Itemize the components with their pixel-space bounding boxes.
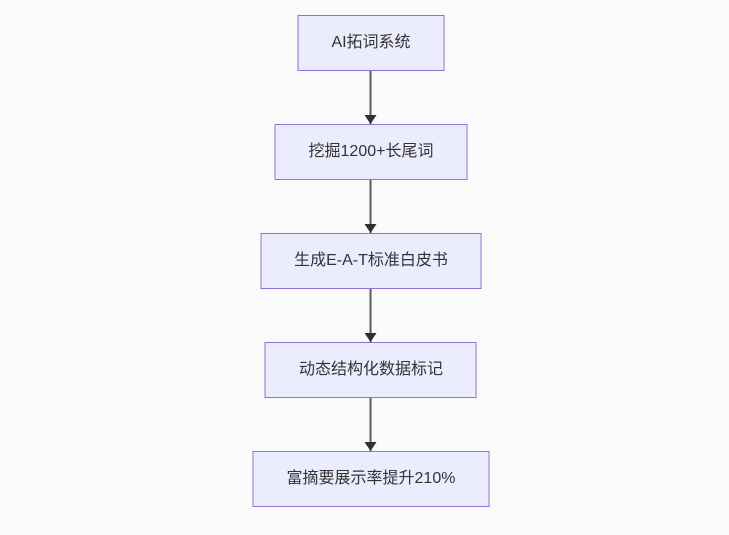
node-label: AI拓词系统 [331, 34, 411, 51]
flow-edge-2 [364, 180, 378, 233]
edge-line [370, 398, 372, 451]
arrowhead-down-icon [365, 224, 377, 233]
flow-edge-1 [364, 71, 378, 124]
edge-line [370, 71, 372, 124]
flow-edge-3 [364, 289, 378, 342]
node-mine-longtail-keywords: 挖掘1200+长尾词 [274, 124, 468, 180]
node-label: 挖掘1200+长尾词 [308, 143, 434, 160]
node-label: 富摘要展示率提升210% [286, 470, 456, 487]
node-rich-snippet-rate-increase: 富摘要展示率提升210% [252, 451, 490, 507]
node-generate-eat-whitepaper: 生成E-A-T标准白皮书 [260, 233, 482, 289]
edge-line [370, 289, 372, 342]
node-label: 生成E-A-T标准白皮书 [294, 252, 448, 269]
node-ai-keyword-expansion-system: AI拓词系统 [297, 15, 445, 71]
edge-line [370, 180, 372, 233]
flow-edge-4 [364, 398, 378, 451]
node-label: 动态结构化数据标记 [298, 361, 443, 378]
flowchart: AI拓词系统 挖掘1200+长尾词 生成E-A-T标准白皮书 动态结构化数据标记… [252, 15, 490, 507]
arrowhead-down-icon [365, 115, 377, 124]
arrowhead-down-icon [365, 333, 377, 342]
arrowhead-down-icon [365, 442, 377, 451]
node-dynamic-structured-data-markup: 动态结构化数据标记 [264, 342, 477, 398]
